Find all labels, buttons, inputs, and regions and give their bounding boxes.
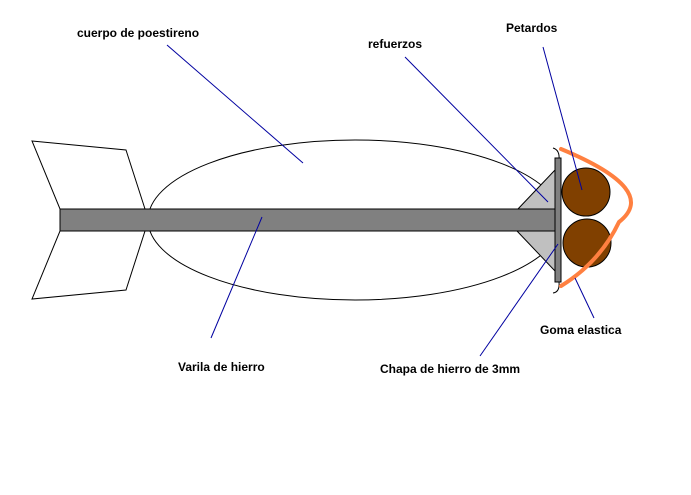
lower-fin — [31, 230, 146, 300]
iron-plate — [554, 157, 562, 283]
lower-reinforcement — [515, 230, 556, 273]
leader-firecrackers — [542, 46, 583, 191]
elastic-band — [559, 147, 633, 288]
leader-rod — [210, 216, 263, 339]
body-end-bracket-bottom — [552, 281, 560, 294]
leader-reinforcements — [404, 56, 549, 203]
label-rod: Varila de hierro — [178, 360, 265, 374]
label-body: cuerpo de poestireno — [77, 26, 200, 40]
firecracker-top — [561, 167, 611, 217]
leader-body — [166, 44, 304, 164]
label-elastic: Goma elastica — [540, 323, 622, 337]
label-reinforcements: refuerzos — [368, 37, 423, 51]
iron-rod — [59, 208, 556, 232]
label-plate: Chapa de hierro de 3mm — [380, 362, 521, 376]
leader-elastic — [574, 277, 595, 319]
firecracker-bottom — [562, 218, 612, 268]
upper-fin — [31, 140, 146, 210]
leader-plate — [479, 243, 559, 357]
label-firecrackers: Petardos — [506, 21, 558, 35]
